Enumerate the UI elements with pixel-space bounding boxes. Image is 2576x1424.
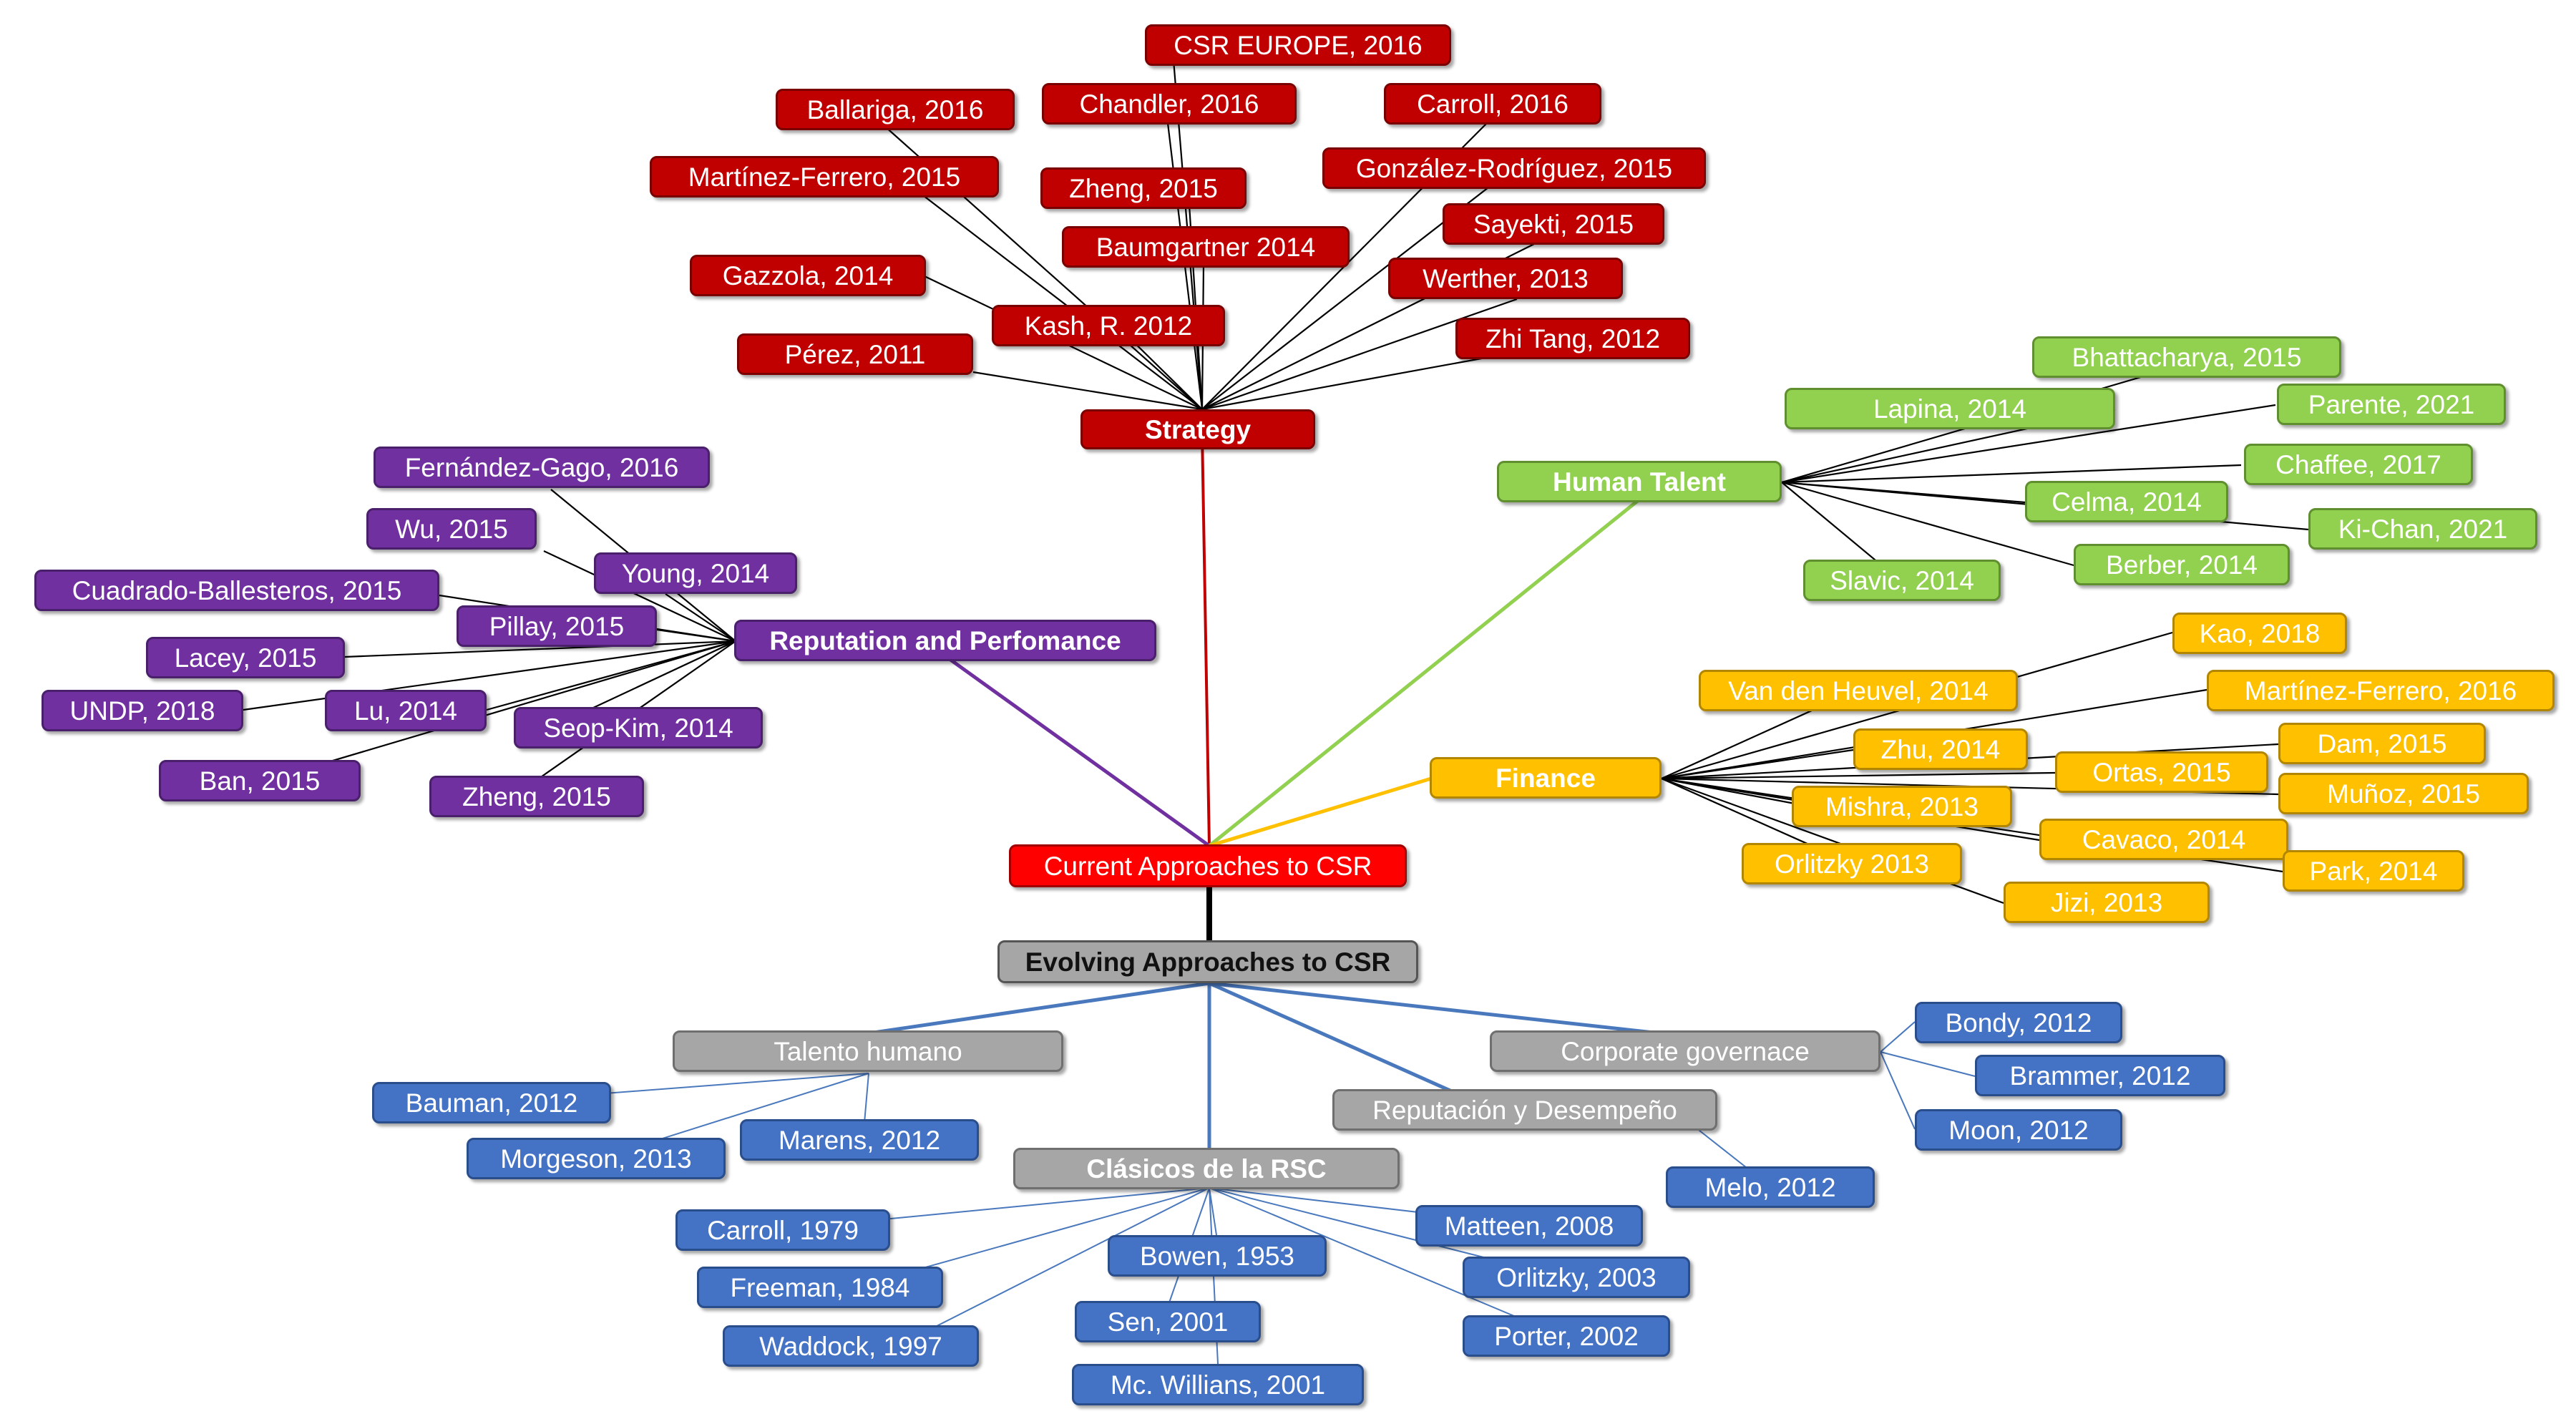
hub-reputation-performance: Reputation and Perfomance <box>734 620 1156 661</box>
hub-finance: Finance <box>1430 757 1662 799</box>
leaf-reputation: Lu, 2014 <box>325 690 487 731</box>
leaf-human-talent: Ki-Chan, 2021 <box>2308 508 2537 550</box>
hub-human-talent: Human Talent <box>1497 461 1782 502</box>
leaf-strategy: Kash, R. 2012 <box>992 305 1225 346</box>
leaf-reputation: Seop-Kim, 2014 <box>514 707 763 748</box>
leaf-clasicos: Orlitzky, 2003 <box>1463 1257 1690 1298</box>
leaf-strategy: Sayekti, 2015 <box>1443 203 1664 245</box>
leaf-strategy: Zheng, 2015 <box>1040 167 1246 209</box>
leaf-strategy: Gazzola, 2014 <box>690 255 926 296</box>
hub-corporate-governance: Corporate governace <box>1490 1030 1880 1072</box>
leaf-finance: Ortas, 2015 <box>2055 751 2268 793</box>
leaf-strategy: Zhi Tang, 2012 <box>1455 318 1690 359</box>
leaf-finance: Dam, 2015 <box>2278 723 2486 764</box>
hub-talento-humano: Talento humano <box>673 1030 1063 1072</box>
hub-reputacion-desempeno: Reputación y Desempeño <box>1332 1089 1717 1131</box>
leaf-reputation: Zheng, 2015 <box>429 776 644 817</box>
leaf-governance: Bondy, 2012 <box>1915 1002 2122 1043</box>
leaf-finance: Cavaco, 2014 <box>2039 819 2288 860</box>
leaf-finance: Kao, 2018 <box>2172 613 2347 654</box>
leaf-reputation: Cuadrado-Ballesteros, 2015 <box>34 570 439 611</box>
leaf-finance: Muñoz, 2015 <box>2278 773 2529 814</box>
leaf-strategy: Carroll, 2016 <box>1384 83 1601 125</box>
leaf-reputation: Young, 2014 <box>594 552 797 594</box>
node-evolving-approaches: Evolving Approaches to CSR <box>997 940 1418 983</box>
leaf-finance: Park, 2014 <box>2283 850 2464 892</box>
leaf-talento-humano: Morgeson, 2013 <box>467 1138 726 1179</box>
node-current-approaches: Current Approaches to CSR <box>1009 844 1407 887</box>
leaf-reputation: Pillay, 2015 <box>457 605 657 647</box>
leaf-finance: Mishra, 2013 <box>1792 786 2012 827</box>
leaf-strategy: Martínez-Ferrero, 2015 <box>650 156 999 197</box>
leaf-clasicos: Waddock, 1997 <box>723 1325 979 1367</box>
leaf-clasicos: Mc. Willians, 2001 <box>1072 1364 1364 1405</box>
leaf-strategy: Baumgartner 2014 <box>1062 226 1350 268</box>
leaf-clasicos: Porter, 2002 <box>1463 1315 1670 1357</box>
leaf-reputation: Lacey, 2015 <box>146 637 345 678</box>
leaf-human-talent: Celma, 2014 <box>2025 481 2228 522</box>
leaf-finance: Orlitzky 2013 <box>1742 843 1962 884</box>
leaf-strategy: CSR EUROPE, 2016 <box>1145 24 1451 66</box>
leaf-clasicos: Matteen, 2008 <box>1415 1205 1643 1247</box>
leaf-finance: Jizi, 2013 <box>2004 882 2210 923</box>
leaf-strategy: Chandler, 2016 <box>1042 83 1297 125</box>
leaf-talento-humano: Bauman, 2012 <box>372 1082 611 1123</box>
leaf-strategy: Ballariga, 2016 <box>776 89 1015 130</box>
leaf-clasicos: Freeman, 1984 <box>697 1267 943 1308</box>
leaf-governance: Moon, 2012 <box>1915 1109 2122 1151</box>
leaf-clasicos: Bowen, 1953 <box>1108 1235 1327 1277</box>
leaf-strategy: Pérez, 2011 <box>737 333 973 375</box>
leaf-talento-humano: Marens, 2012 <box>740 1119 979 1161</box>
leaf-strategy: González-Rodríguez, 2015 <box>1322 147 1706 189</box>
leaf-finance: Martínez-Ferrero, 2016 <box>2207 670 2555 711</box>
leaf-human-talent: Lapina, 2014 <box>1785 388 2115 429</box>
leaf-reputation: Fernández-Gago, 2016 <box>374 447 710 488</box>
leaf-human-talent: Chaffee, 2017 <box>2244 444 2473 485</box>
leaf-reputation: Ban, 2015 <box>159 760 361 801</box>
leaf-strategy: Werther, 2013 <box>1388 258 1623 299</box>
leaf-reputacion: Melo, 2012 <box>1666 1166 1875 1208</box>
leaf-finance: Van den Heuvel, 2014 <box>1699 670 2018 711</box>
leaf-clasicos: Sen, 2001 <box>1075 1301 1261 1342</box>
leaf-reputation: Wu, 2015 <box>366 508 537 550</box>
leaf-human-talent: Slavic, 2014 <box>1803 560 2001 601</box>
hub-clasicos-rsc: Clásicos de la RSC <box>1013 1148 1400 1189</box>
leaf-human-talent: Parente, 2021 <box>2277 384 2506 425</box>
leaf-governance: Brammer, 2012 <box>1975 1055 2225 1096</box>
leaf-clasicos: Carroll, 1979 <box>675 1209 890 1251</box>
leaf-human-talent: Berber, 2014 <box>2074 544 2290 585</box>
hub-strategy: Strategy <box>1080 409 1315 449</box>
leaf-human-talent: Bhattacharya, 2015 <box>2032 336 2341 378</box>
leaf-finance: Zhu, 2014 <box>1853 728 2028 770</box>
leaf-reputation: UNDP, 2018 <box>42 690 243 731</box>
